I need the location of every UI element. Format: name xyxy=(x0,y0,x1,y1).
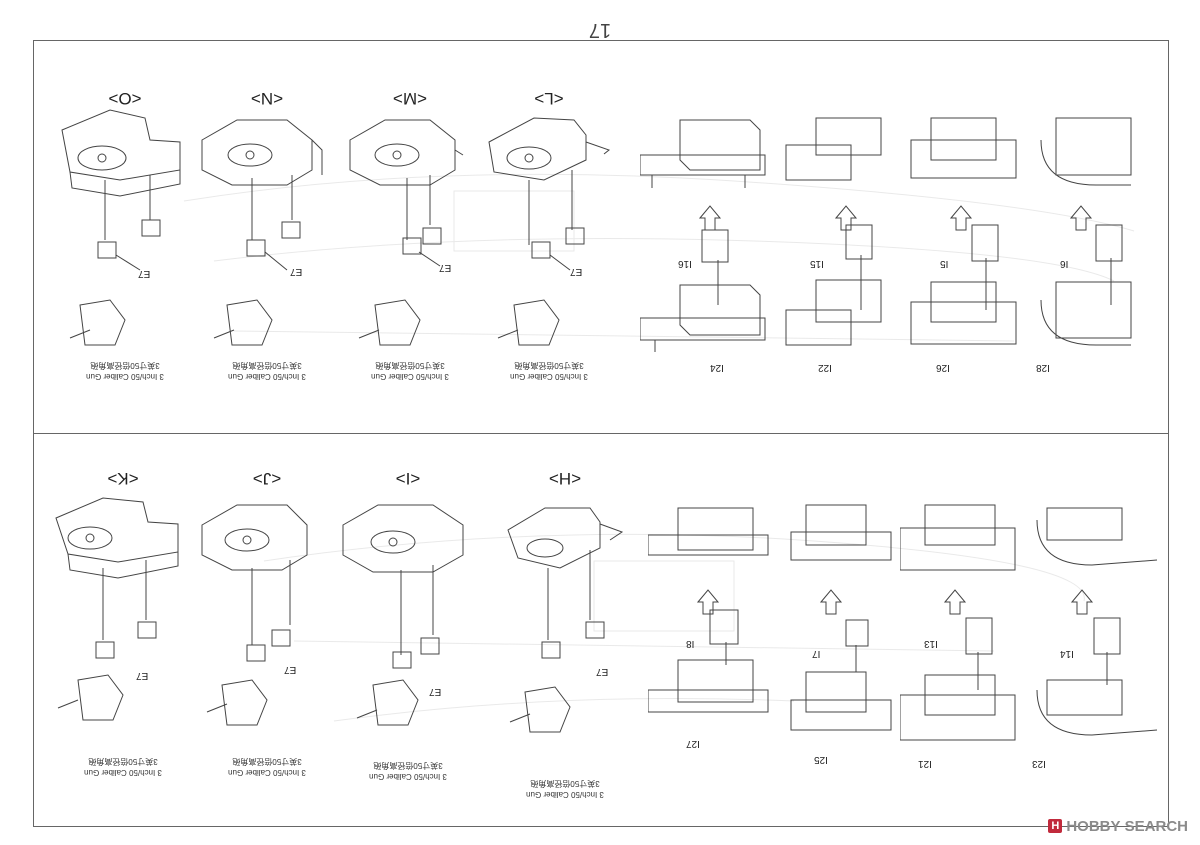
gun-tub-diagram xyxy=(201,504,308,726)
gun-tub-diagram xyxy=(507,507,624,733)
base-label: I24 xyxy=(710,362,724,373)
subassembly-I27: I8 I27 xyxy=(648,490,778,810)
panel-O: <O> E7 3英寸50倍径高角砲 3 Inch/50 Caliber Gun xyxy=(50,80,200,410)
gun-caption: 3英寸50倍径高角砲 3 Inch/50 Caliber Gun xyxy=(526,779,604,799)
box-assembly-diagram xyxy=(1040,117,1132,346)
hobby-search-watermark: H HOBBY SEARCH xyxy=(1048,815,1188,837)
gun-tub-diagram xyxy=(61,109,181,346)
part-label-E7: E7 xyxy=(570,266,583,277)
gun-tub-diagram xyxy=(201,119,323,346)
gun-tub-diagram xyxy=(55,497,179,721)
panel-I: <I> E7 3英寸50倍径高角砲 3 Inch/50 Caliber Gun xyxy=(333,460,483,790)
part-label: I14 xyxy=(1060,648,1074,659)
base-label: I25 xyxy=(814,754,828,765)
subassembly-I22: I15 I22 xyxy=(776,100,906,420)
base-label: I28 xyxy=(1036,362,1050,373)
watermark-logo: HOBBY xyxy=(1066,817,1121,835)
base-label: I27 xyxy=(686,738,700,749)
part-label-E7: E7 xyxy=(284,664,297,675)
panel-N: <N> E7 3英寸50倍径高角砲 3 Inch/50 Caliber Gun xyxy=(192,80,342,410)
part-label-E7: E7 xyxy=(439,262,452,273)
part-label: I16 xyxy=(678,258,692,269)
panel-H: <H> E7 3英寸50倍径高角砲 3 Inch/50 Caliber Gun xyxy=(490,460,640,799)
box-assembly-diagram xyxy=(1036,507,1158,736)
panel-L: <L> E7 3英寸50倍径高角砲 3 Inch/50 Caliber Gun xyxy=(474,80,624,410)
panel-J: <J> E7 3英寸50倍径高角砲 3 Inch/50 Caliber Gun xyxy=(192,460,342,790)
base-label: I21 xyxy=(918,758,932,769)
base-label: I23 xyxy=(1032,758,1046,769)
part-label: I13 xyxy=(924,638,938,649)
gun-tub-diagram xyxy=(488,117,611,346)
subassembly-I23: I14 I23 xyxy=(1032,490,1162,810)
box-assembly-diagram xyxy=(640,119,766,352)
box-assembly-diagram xyxy=(648,507,769,713)
subassembly-I25: I7 I25 xyxy=(786,490,916,810)
part-label-E7: E7 xyxy=(596,666,609,677)
watermark-text: SEARCH xyxy=(1124,817,1188,835)
gun-caption: 3英寸50倍径高角砲 3 Inch/50 Caliber Gun xyxy=(228,757,306,777)
hobby-search-logo-icon: H xyxy=(1048,819,1063,833)
box-assembly-diagram xyxy=(910,117,1017,345)
gun-caption: 3英寸50倍径高角砲 3 Inch/50 Caliber Gun xyxy=(510,361,588,381)
gun-caption: 3英寸50倍径高角砲 3 Inch/50 Caliber Gun xyxy=(84,757,162,777)
subassembly-I24: I16 I24 xyxy=(640,100,770,420)
base-label: I26 xyxy=(936,362,950,373)
subassembly-I28: I6 I28 xyxy=(1036,100,1166,420)
part-label: I7 xyxy=(812,648,821,659)
subassembly-I26: I5 I26 xyxy=(906,100,1036,420)
gun-caption: 3英寸50倍径高角砲 3 Inch/50 Caliber Gun xyxy=(228,361,306,381)
part-label: I8 xyxy=(686,638,695,649)
part-label-E7: E7 xyxy=(138,268,151,279)
part-label: I6 xyxy=(1060,258,1069,269)
gun-tub-diagram xyxy=(342,504,464,726)
gun-caption: 3英寸50倍径高角砲 3 Inch/50 Caliber Gun xyxy=(369,761,447,781)
part-label-E7: E7 xyxy=(136,670,149,681)
box-assembly-diagram xyxy=(785,117,882,346)
section-divider xyxy=(33,433,1169,434)
gun-caption: 3英寸50倍径高角砲 3 Inch/50 Caliber Gun xyxy=(86,361,164,381)
part-label: I15 xyxy=(810,258,824,269)
gun-caption: 3英寸50倍径高角砲 3 Inch/50 Caliber Gun xyxy=(371,361,449,381)
base-label: I22 xyxy=(818,362,832,373)
part-label-E7: E7 xyxy=(429,686,442,697)
part-label: I5 xyxy=(940,258,949,269)
gun-tub-diagram xyxy=(349,119,464,346)
panel-K: <K> E7 3英寸50倍径高角砲 3 Inch/50 Caliber Gun xyxy=(48,460,198,790)
part-label-E7: E7 xyxy=(290,266,303,277)
page-number: 17 xyxy=(588,19,612,41)
subassembly-I21: I13 I21 xyxy=(900,490,1030,810)
box-assembly-diagram xyxy=(790,504,892,731)
box-assembly-diagram xyxy=(900,504,1016,741)
panel-M: <M> E7 3英寸50倍径高角砲 3 Inch/50 Caliber Gun xyxy=(335,80,485,410)
